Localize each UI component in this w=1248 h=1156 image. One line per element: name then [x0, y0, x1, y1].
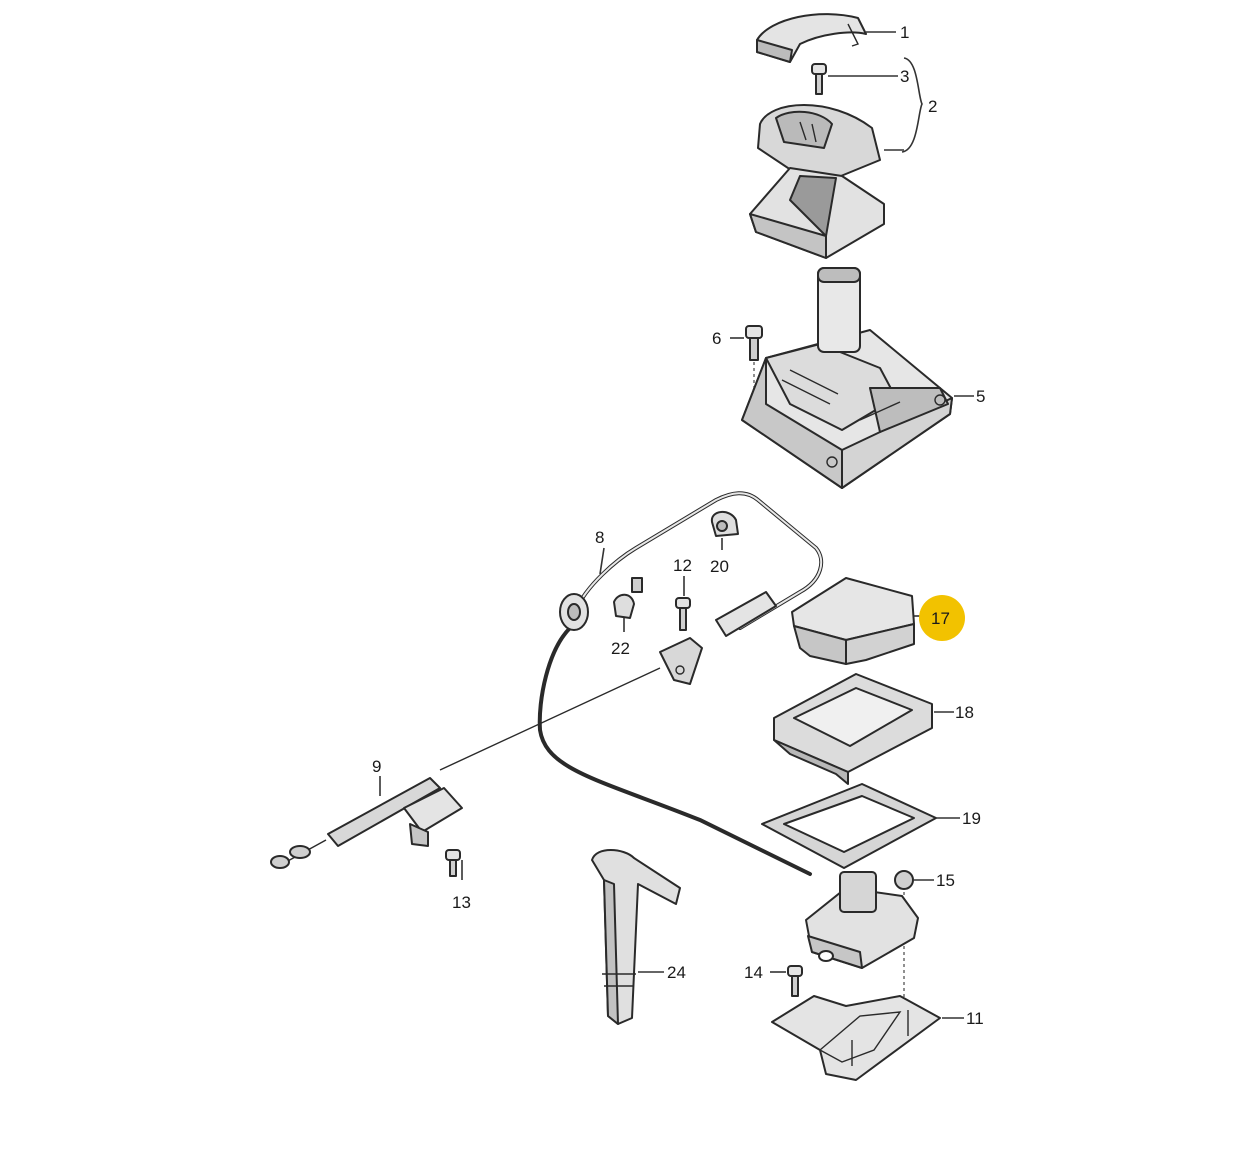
label-19: 19	[962, 809, 981, 828]
label-2: 2	[928, 97, 937, 116]
label-12: 12	[673, 556, 692, 575]
part-24-lever[interactable]	[591, 849, 681, 1025]
part-6-bolt[interactable]	[745, 325, 763, 361]
part-9-cable-bracket[interactable]	[270, 777, 463, 869]
part-2-gear-knob-boot[interactable]	[749, 104, 885, 259]
label-5: 5	[976, 387, 985, 406]
part-13-bolt[interactable]	[445, 849, 461, 877]
label-15: 15	[936, 871, 955, 890]
label-20: 20	[710, 557, 729, 576]
label-14: 14	[744, 963, 763, 982]
part-15-nut[interactable]	[894, 870, 914, 890]
part-8-selector-cable[interactable]	[537, 491, 824, 876]
label-22: 22	[611, 639, 630, 658]
highlight-17	[919, 595, 965, 641]
cable-mount-bracket	[439, 637, 703, 771]
label-17: 17	[931, 609, 950, 628]
part-11-base-plate[interactable]	[771, 995, 941, 1081]
part-1-cover-cap[interactable]	[756, 13, 867, 63]
part-5-selector-mechanism[interactable]	[741, 267, 953, 489]
part-19-gasket[interactable]	[761, 783, 937, 869]
part-14-bolt[interactable]	[787, 965, 803, 997]
bracket-2	[901, 57, 923, 153]
label-11: 11	[966, 1009, 984, 1028]
label-13: 13	[452, 893, 471, 912]
label-24: 24	[667, 963, 686, 982]
part-18-frame[interactable]	[773, 673, 933, 785]
label-6: 6	[712, 329, 721, 348]
label-8: 8	[595, 528, 604, 547]
label-18: 18	[955, 703, 974, 722]
label-9: 9	[372, 757, 381, 776]
part-12-bolt[interactable]	[675, 597, 691, 631]
label-3: 3	[900, 67, 909, 86]
cable-housing[interactable]	[805, 871, 919, 969]
part-17-cover[interactable]	[791, 577, 915, 665]
part-3-screw[interactable]	[811, 63, 827, 95]
part-22-clip[interactable]	[613, 577, 643, 619]
label-1: 1	[900, 23, 909, 42]
part-20-clip[interactable]	[710, 511, 739, 537]
